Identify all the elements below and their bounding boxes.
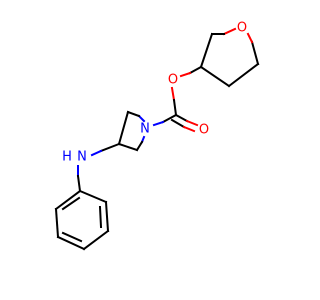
bond-phenyl-3-4 [82,229,110,251]
bond-phenyl-5-6 [54,207,60,239]
bond-phenyl-inner-2-3 [98,205,103,229]
bond-ester-o-carbon [172,98,178,117]
bond-phenyl-2-3 [104,200,110,233]
bond-carbonyl-b [170,118,186,129]
bond-azetidine-n-top-blue [137,114,146,123]
atom-azetidine-nitrogen-label: N [140,122,150,137]
bond-thf-c1-o [250,40,260,66]
bond-c3-ester-o-red [179,71,192,78]
bond-phenyl-4-5 [56,235,86,251]
atom-ring-oxygen-label: O [237,21,247,36]
bond-thf-c1-o-red [246,32,254,44]
bond-phenyl-inner-6-1 [61,196,81,211]
bond-phenyl-1-2 [78,189,108,204]
bond-c3-amine-n [99,142,121,153]
molecule-diagram: O O O N N H [54,20,260,251]
bond-thf-c3-c4 [199,32,214,69]
bond-c3-ester-o [188,65,203,75]
bond-thf-c2-c3 [199,65,231,88]
bond-thf-o-c4-red [222,27,237,36]
bond-carbonyl-b-red [182,125,196,133]
bond-thf-c2-c1 [227,62,260,88]
structure-svg: O O O N N H [54,21,260,251]
bond-azetidine-n-bottom [135,140,144,152]
bond-carbonyl-n [161,113,178,124]
bond-c3-amine-n-blue [90,149,103,157]
atom-amine-nitrogen-label: N [77,150,87,165]
bond-carbonyl-a [174,113,189,123]
atom-ester-oxygen-label: O [168,73,178,88]
bond-phenyl-6-1 [54,189,82,211]
bond-phenyl-inner-4-5 [61,231,83,243]
atom-amine-hydrogen-label: H [62,150,72,165]
bond-carbonyl-a-red [185,119,199,127]
bond-azetidine-n-top [126,110,141,118]
bond-carbonyl-n-blue [152,120,165,127]
bond-amine-phenyl [76,174,82,193]
bond-azetidine-c3-bottom [117,142,139,152]
bond-ester-o-carbon-red [170,86,176,102]
atom-carbonyl-oxygen-label: O [199,123,209,138]
bond-azetidine-top-c3 [117,110,130,146]
